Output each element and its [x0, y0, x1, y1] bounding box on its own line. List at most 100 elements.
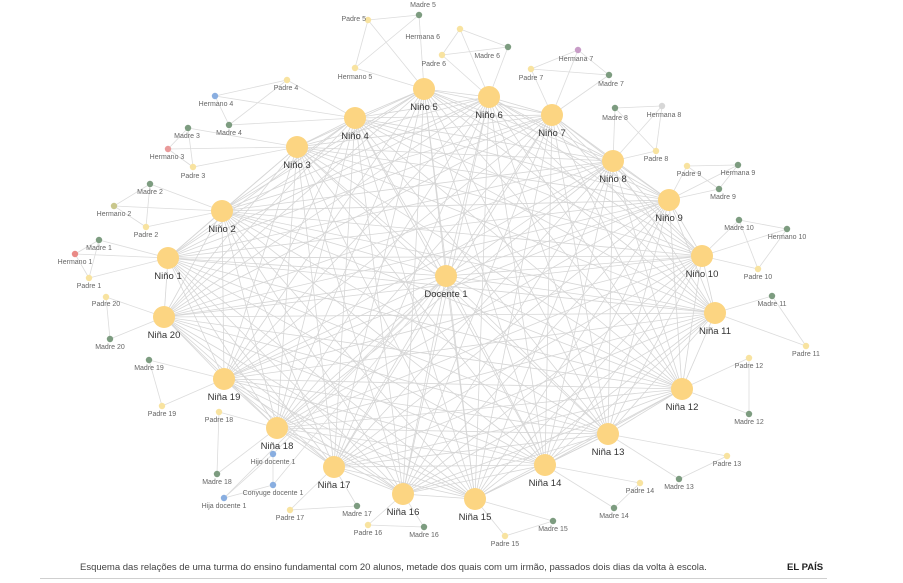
p7-label: Padre 7 — [519, 75, 544, 82]
n14-node — [534, 454, 556, 476]
edge — [607, 255, 703, 435]
m19-label: Madre 19 — [134, 365, 164, 372]
m12-node — [745, 410, 753, 418]
family-edge — [187, 127, 194, 168]
edge — [276, 96, 490, 429]
p3-label: Padre 3 — [181, 173, 206, 180]
p2-node — [142, 223, 150, 231]
h1-label: Hermano 1 — [58, 259, 93, 266]
ha7-label: Hermana 7 — [559, 56, 594, 63]
n6-label: Niño 6 — [475, 110, 502, 121]
edge — [223, 160, 614, 380]
family-edge — [504, 520, 554, 537]
edge — [445, 275, 683, 390]
family-edge — [228, 79, 288, 126]
relative-edge — [681, 388, 750, 415]
p1-label: Padre 1 — [77, 283, 102, 290]
h3-node — [164, 145, 172, 153]
edge — [223, 96, 490, 380]
n13-node — [597, 423, 619, 445]
n9-label: Niño 9 — [655, 213, 682, 224]
edge — [276, 427, 546, 466]
family-edge — [530, 68, 610, 76]
p14-label: Padre 14 — [626, 488, 655, 495]
edge — [333, 466, 404, 495]
relative-edge — [228, 117, 356, 126]
ha8-node — [658, 102, 666, 110]
n4-label: Niño 4 — [341, 131, 368, 142]
p8-label: Padre 8 — [644, 156, 669, 163]
edge — [402, 199, 670, 495]
ha9-node — [734, 161, 742, 169]
h2-node — [110, 202, 118, 210]
ha6-node — [456, 25, 464, 33]
m17-label: Madre 17 — [342, 511, 372, 518]
n10-node — [691, 245, 713, 267]
edge — [474, 160, 614, 500]
family-edge — [441, 28, 461, 56]
edge — [607, 388, 683, 435]
family-edge — [678, 455, 728, 480]
relative-edge — [148, 359, 225, 380]
relative-edge — [681, 357, 750, 390]
p15-node — [501, 532, 509, 540]
family-edge — [614, 105, 663, 109]
p13-label: Padre 13 — [713, 461, 742, 468]
p7-node — [527, 65, 535, 73]
p19-label: Padre 19 — [148, 411, 177, 418]
n5-label: Niño 5 — [410, 102, 437, 113]
p11-label: Padre 11 — [792, 351, 820, 358]
relative-edge — [668, 164, 739, 201]
ha6-label: Hermana 6 — [405, 34, 440, 41]
edge — [668, 199, 683, 390]
relative-edge — [701, 228, 788, 257]
edge — [333, 199, 670, 468]
m16-node — [420, 523, 428, 531]
edge — [402, 493, 476, 500]
family-edge — [530, 49, 579, 70]
had1-node — [220, 494, 228, 502]
p18-label: Padre 18 — [205, 417, 234, 424]
m6-label: Madre 6 — [474, 53, 500, 60]
n17-label: Niña 17 — [318, 480, 351, 491]
n1-node — [157, 247, 179, 269]
relative-edge — [459, 28, 490, 98]
relative-edge — [167, 146, 298, 150]
family-edge — [441, 46, 509, 56]
m2-node — [146, 180, 154, 188]
family-edge — [718, 164, 739, 190]
edge — [221, 210, 703, 257]
edge — [221, 114, 553, 212]
m7-label: Madre 7 — [598, 81, 624, 88]
p8-node — [652, 147, 660, 155]
family-edge — [354, 14, 420, 69]
family-edge — [367, 524, 425, 528]
edge — [167, 257, 683, 390]
edge — [354, 117, 447, 277]
family-edge — [214, 95, 230, 126]
family-edge — [105, 296, 111, 340]
edge — [474, 312, 716, 500]
edge — [221, 160, 614, 212]
m10-node — [735, 216, 743, 224]
edge — [221, 96, 490, 212]
edge — [354, 117, 614, 162]
ha9-label: Hermana 9 — [721, 170, 756, 177]
edge — [167, 88, 425, 259]
relative-edge — [192, 146, 298, 168]
n8-node — [602, 150, 624, 172]
relative-edge — [223, 275, 447, 499]
edge — [402, 96, 490, 495]
edge — [276, 312, 716, 429]
h2-label: Hermano 2 — [97, 211, 132, 218]
caption-text: Esquema das relações de uma turma do ens… — [80, 562, 707, 573]
edge — [607, 199, 670, 435]
m12-label: Madre 12 — [734, 419, 764, 426]
edge — [167, 255, 703, 259]
relative-edge — [272, 275, 447, 486]
h10-label: Hermano 10 — [768, 234, 807, 241]
family-edge — [613, 482, 641, 509]
edge — [474, 114, 553, 500]
edge — [163, 117, 356, 318]
